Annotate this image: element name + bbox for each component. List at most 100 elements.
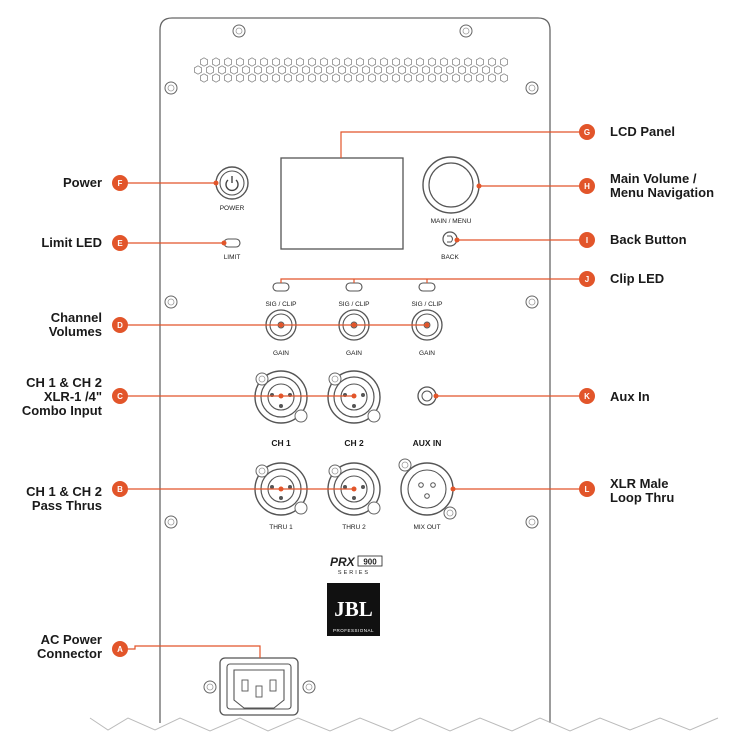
callout-i-label: Back Button <box>610 232 687 247</box>
leader-j <box>280 278 587 283</box>
series-number: 900 <box>363 558 377 567</box>
ac-power-connector <box>203 657 316 716</box>
vent-hole <box>343 73 353 83</box>
badge-j: J <box>579 271 595 287</box>
badge-i: I <box>579 232 595 248</box>
vent-hole <box>295 57 305 67</box>
svg-text:J: J <box>585 275 589 284</box>
screw-mid-right <box>525 295 539 309</box>
vent-hole <box>415 57 425 67</box>
thru1-label: THRU 1 <box>269 524 293 531</box>
vent-hole <box>253 65 263 75</box>
vent-hole <box>403 73 413 83</box>
vent-grille <box>193 57 509 83</box>
badge-g: G <box>579 124 595 140</box>
screw-mid-left <box>164 295 178 309</box>
svg-text:B: B <box>117 485 123 494</box>
badge-k: K <box>579 388 595 404</box>
vent-hole <box>367 57 377 67</box>
vent-hole <box>211 73 221 83</box>
vent-hole <box>439 57 449 67</box>
callout-k-label: Aux In <box>610 389 650 404</box>
vent-hole <box>469 65 479 75</box>
vent-hole <box>241 65 251 75</box>
vent-hole <box>355 57 365 67</box>
vent-hole <box>235 73 245 83</box>
xlr-mix-out <box>398 458 457 520</box>
svg-text:A: A <box>117 645 123 654</box>
leader-a <box>120 645 261 658</box>
panel-cut-edge <box>89 717 719 732</box>
vent-hole <box>331 57 341 67</box>
vent-hole <box>391 57 401 67</box>
vent-hole <box>373 65 383 75</box>
back-label: BACK <box>441 254 459 261</box>
vent-hole <box>379 73 389 83</box>
power-label: POWER <box>220 205 245 212</box>
clip-led-1 <box>272 282 290 292</box>
callout-leaders <box>120 131 587 658</box>
svg-text:G: G <box>584 128 590 137</box>
badge-b: B <box>112 481 128 497</box>
screw-upper-left <box>164 81 178 95</box>
badge-f: F <box>112 175 128 191</box>
vent-hole <box>349 65 359 75</box>
vent-hole <box>307 57 317 67</box>
callout-g-label: LCD Panel <box>610 124 675 139</box>
vent-hole <box>259 57 269 67</box>
vent-hole <box>283 57 293 67</box>
svg-text:D: D <box>117 321 123 330</box>
clip-led-2 <box>345 282 363 292</box>
vent-hole <box>445 65 455 75</box>
vent-hole <box>463 73 473 83</box>
vent-hole <box>403 57 413 67</box>
vent-hole <box>313 65 323 75</box>
gain-label-3: GAIN <box>419 350 435 357</box>
vent-hole <box>385 65 395 75</box>
vent-hole <box>421 65 431 75</box>
badge-a: A <box>112 641 128 657</box>
vent-hole <box>223 57 233 67</box>
vent-hole <box>229 65 239 75</box>
sig-clip-label-3: SIG / CLIP <box>411 301 442 308</box>
vent-hole <box>475 73 485 83</box>
screw-low-right <box>525 515 539 529</box>
vent-hole <box>481 65 491 75</box>
vent-hole <box>211 57 221 67</box>
callout-h-label: Main Volume /Menu Navigation <box>610 171 714 200</box>
vent-hole <box>247 73 257 83</box>
callout-j-label: Clip LED <box>610 271 664 286</box>
vent-hole <box>493 65 503 75</box>
vent-hole <box>391 73 401 83</box>
vent-hole <box>295 73 305 83</box>
vent-hole <box>217 65 227 75</box>
vent-hole <box>271 57 281 67</box>
leader-g <box>340 131 587 158</box>
vent-hole <box>451 57 461 67</box>
vent-hole <box>457 65 467 75</box>
badge-l: L <box>579 481 595 497</box>
vent-hole <box>499 57 509 67</box>
vent-hole <box>415 73 425 83</box>
vent-hole <box>337 65 347 75</box>
vent-hole <box>427 73 437 83</box>
sig-clip-label-2: SIG / CLIP <box>338 301 369 308</box>
vent-hole <box>283 73 293 83</box>
vent-hole <box>199 73 209 83</box>
jbl-logo-text: JBL <box>334 597 373 621</box>
svg-text:I: I <box>586 236 588 245</box>
svg-text:K: K <box>584 392 590 401</box>
vent-hole <box>409 65 419 75</box>
svg-text:H: H <box>584 182 590 191</box>
series-word: SERIES <box>338 570 370 576</box>
vent-hole <box>199 57 209 67</box>
svg-text:L: L <box>585 485 590 494</box>
screw-top-left <box>232 24 246 38</box>
vent-hole <box>223 73 233 83</box>
badge-c: C <box>112 388 128 404</box>
vent-hole <box>301 65 311 75</box>
vent-hole <box>427 57 437 67</box>
